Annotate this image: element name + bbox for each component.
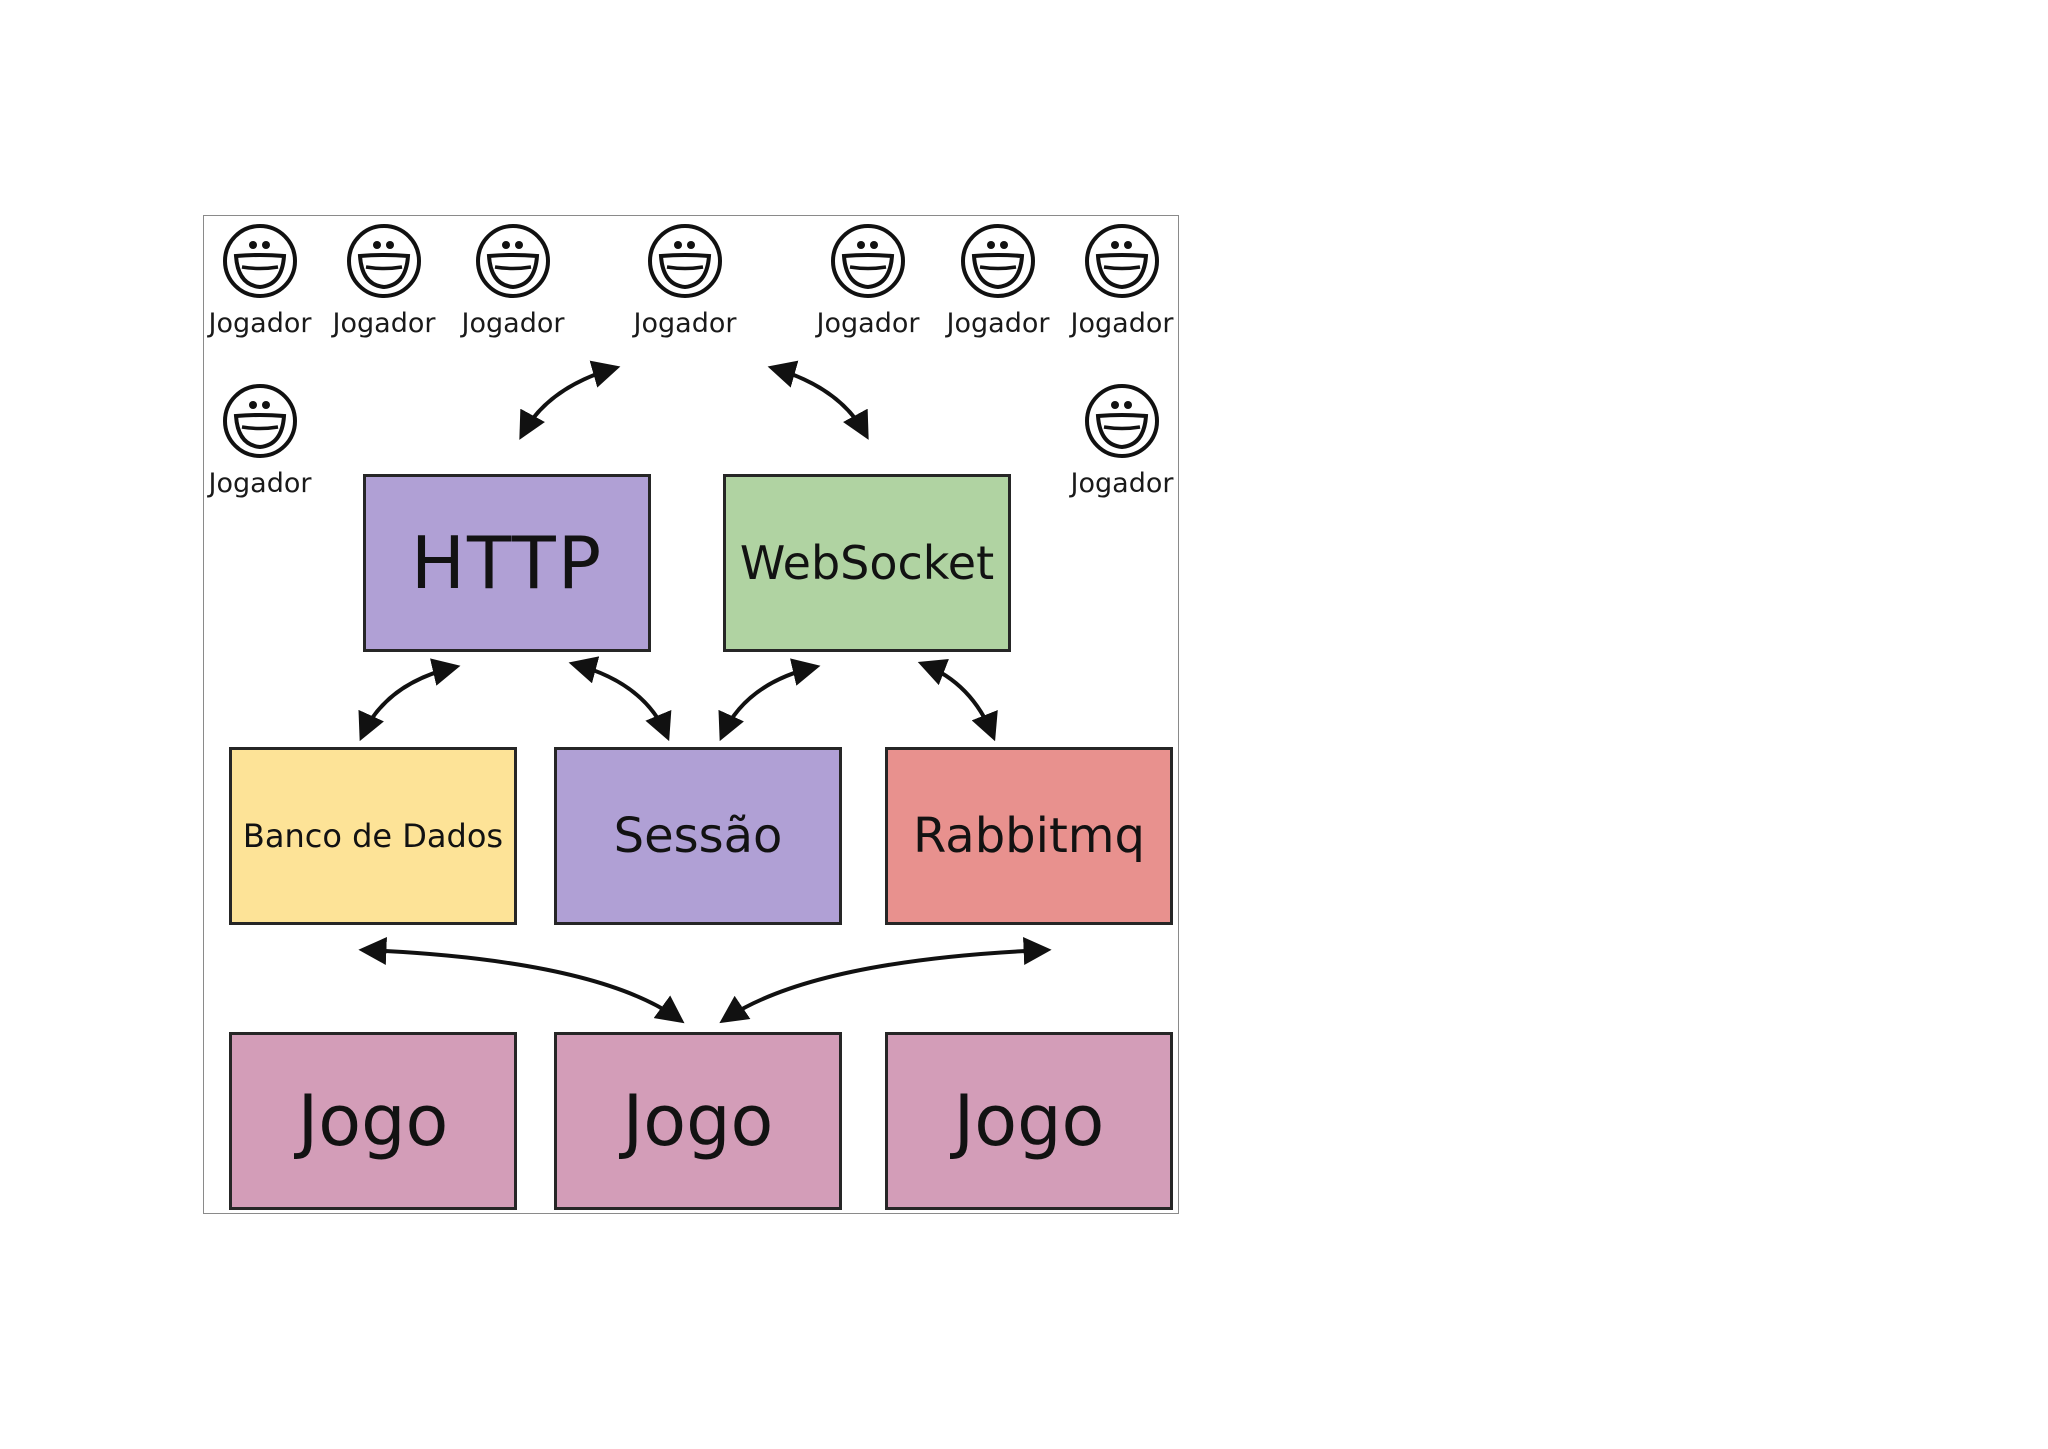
smiley-face-icon [831, 224, 905, 298]
player-label: Jogador [208, 308, 312, 339]
player-right: Jogador [1067, 378, 1177, 508]
player-3: Jogador [458, 218, 568, 348]
smiley-face-icon [347, 224, 421, 298]
smiley-face-icon [223, 384, 297, 458]
player-6: Jogador [943, 218, 1053, 348]
websocket-box: WebSocket [723, 474, 1011, 652]
rabbitmq-box: Rabbitmq [885, 747, 1173, 925]
player-label: Jogador [461, 308, 565, 339]
player-left: Jogador [205, 378, 315, 508]
database-label: Banco de Dados [242, 817, 504, 855]
game-box-2: Jogo [554, 1032, 842, 1210]
player-label: Jogador [1070, 308, 1174, 339]
game-label: Jogo [622, 1080, 774, 1162]
websocket-label: WebSocket [739, 536, 995, 590]
smiley-face-icon [648, 224, 722, 298]
smiley-face-icon [961, 224, 1035, 298]
rabbitmq-label: Rabbitmq [912, 808, 1146, 864]
smiley-face-icon [223, 224, 297, 298]
http-box: HTTP [363, 474, 651, 652]
smiley-face-icon [476, 224, 550, 298]
game-label: Jogo [297, 1080, 449, 1162]
player-1: Jogador [205, 218, 315, 348]
session-label: Sessão [613, 808, 783, 864]
player-5: Jogador [813, 218, 923, 348]
player-2: Jogador [329, 218, 439, 348]
player-label: Jogador [332, 308, 436, 339]
game-box-1: Jogo [229, 1032, 517, 1210]
game-label: Jogo [953, 1080, 1105, 1162]
player-7: Jogador [1067, 218, 1177, 348]
session-box: Sessão [554, 747, 842, 925]
smiley-face-icon [1085, 384, 1159, 458]
player-label: Jogador [208, 468, 312, 499]
http-label: HTTP [410, 521, 604, 605]
player-label: Jogador [633, 308, 737, 339]
database-box: Banco de Dados [229, 747, 517, 925]
player-label: Jogador [1070, 468, 1174, 499]
game-box-3: Jogo [885, 1032, 1173, 1210]
smiley-face-icon [1085, 224, 1159, 298]
player-4: Jogador [630, 218, 740, 348]
player-label: Jogador [816, 308, 920, 339]
player-label: Jogador [946, 308, 1050, 339]
